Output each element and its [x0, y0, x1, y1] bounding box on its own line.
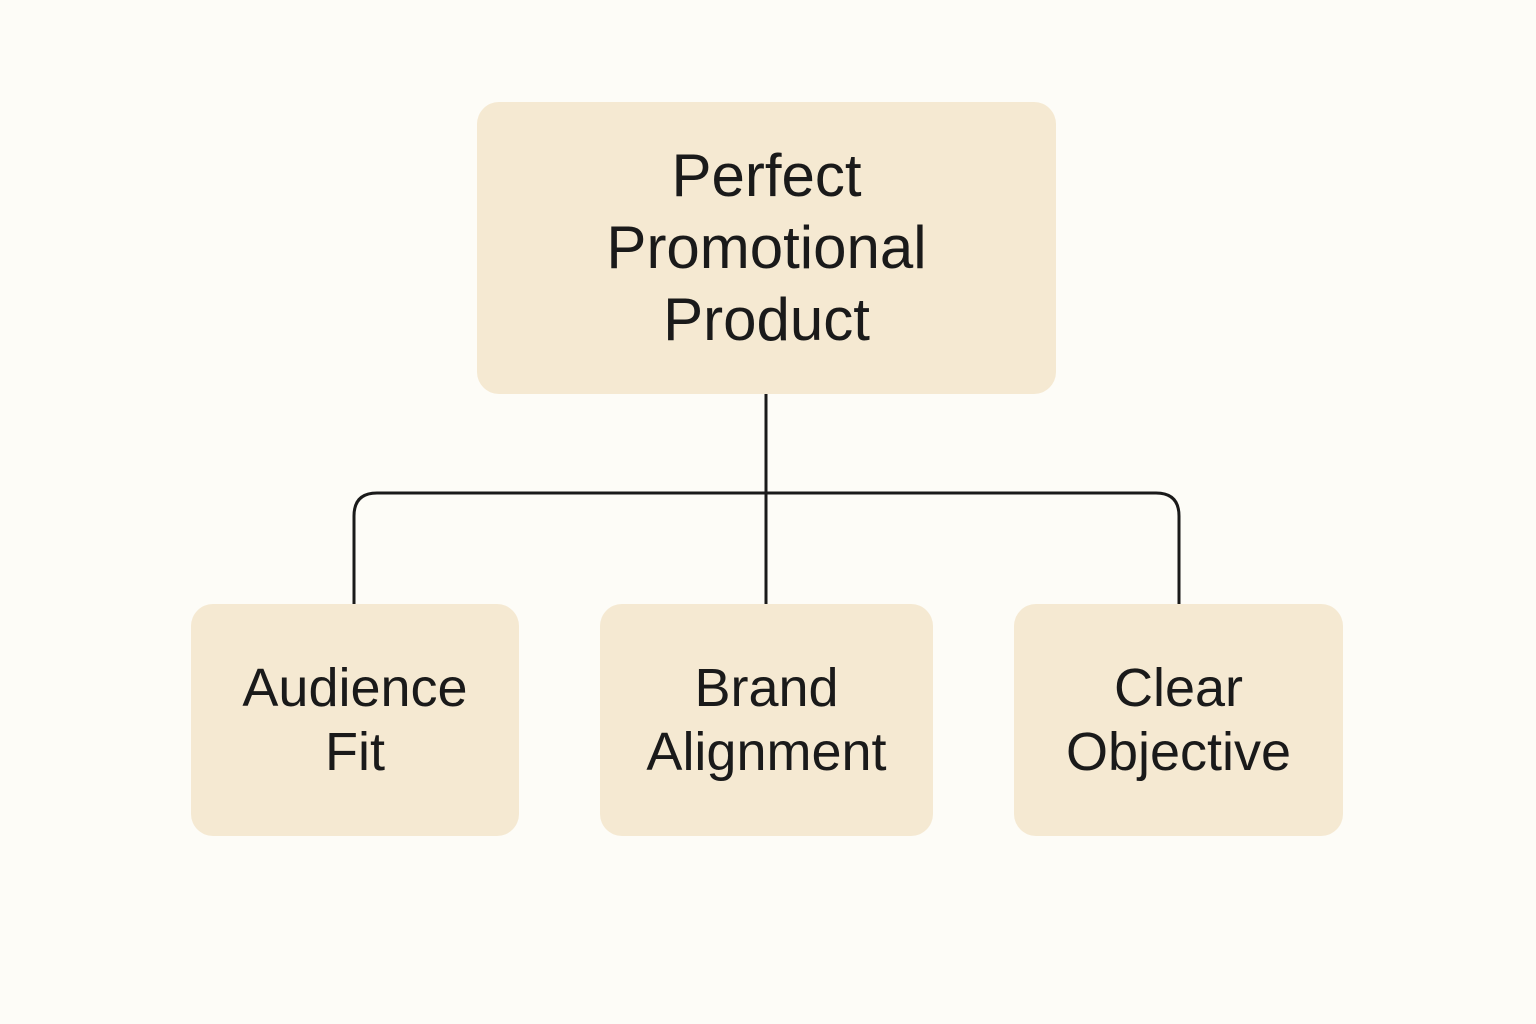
- child-node-clear-objective: Clear Objective: [1014, 604, 1343, 836]
- root-node-perfect-promotional-product: Perfect Promotional Product: [477, 102, 1056, 394]
- child-node-brand-alignment: Brand Alignment: [600, 604, 933, 836]
- node-label-line: Fit: [325, 722, 385, 782]
- root-label-line: Product: [663, 286, 870, 353]
- child-node-audience-fit: Audience Fit: [191, 604, 519, 836]
- root-label-line: Perfect: [671, 142, 862, 209]
- node-label-line: Clear: [1113, 658, 1244, 718]
- node-label-line: Audience: [242, 658, 468, 718]
- root-label-line: Promotional: [606, 214, 927, 281]
- node-label-line: Brand: [694, 658, 839, 718]
- node-label-line: Objective: [1065, 722, 1292, 782]
- node-label-line: Alignment: [646, 722, 887, 782]
- branch-line: [352, 491, 1181, 604]
